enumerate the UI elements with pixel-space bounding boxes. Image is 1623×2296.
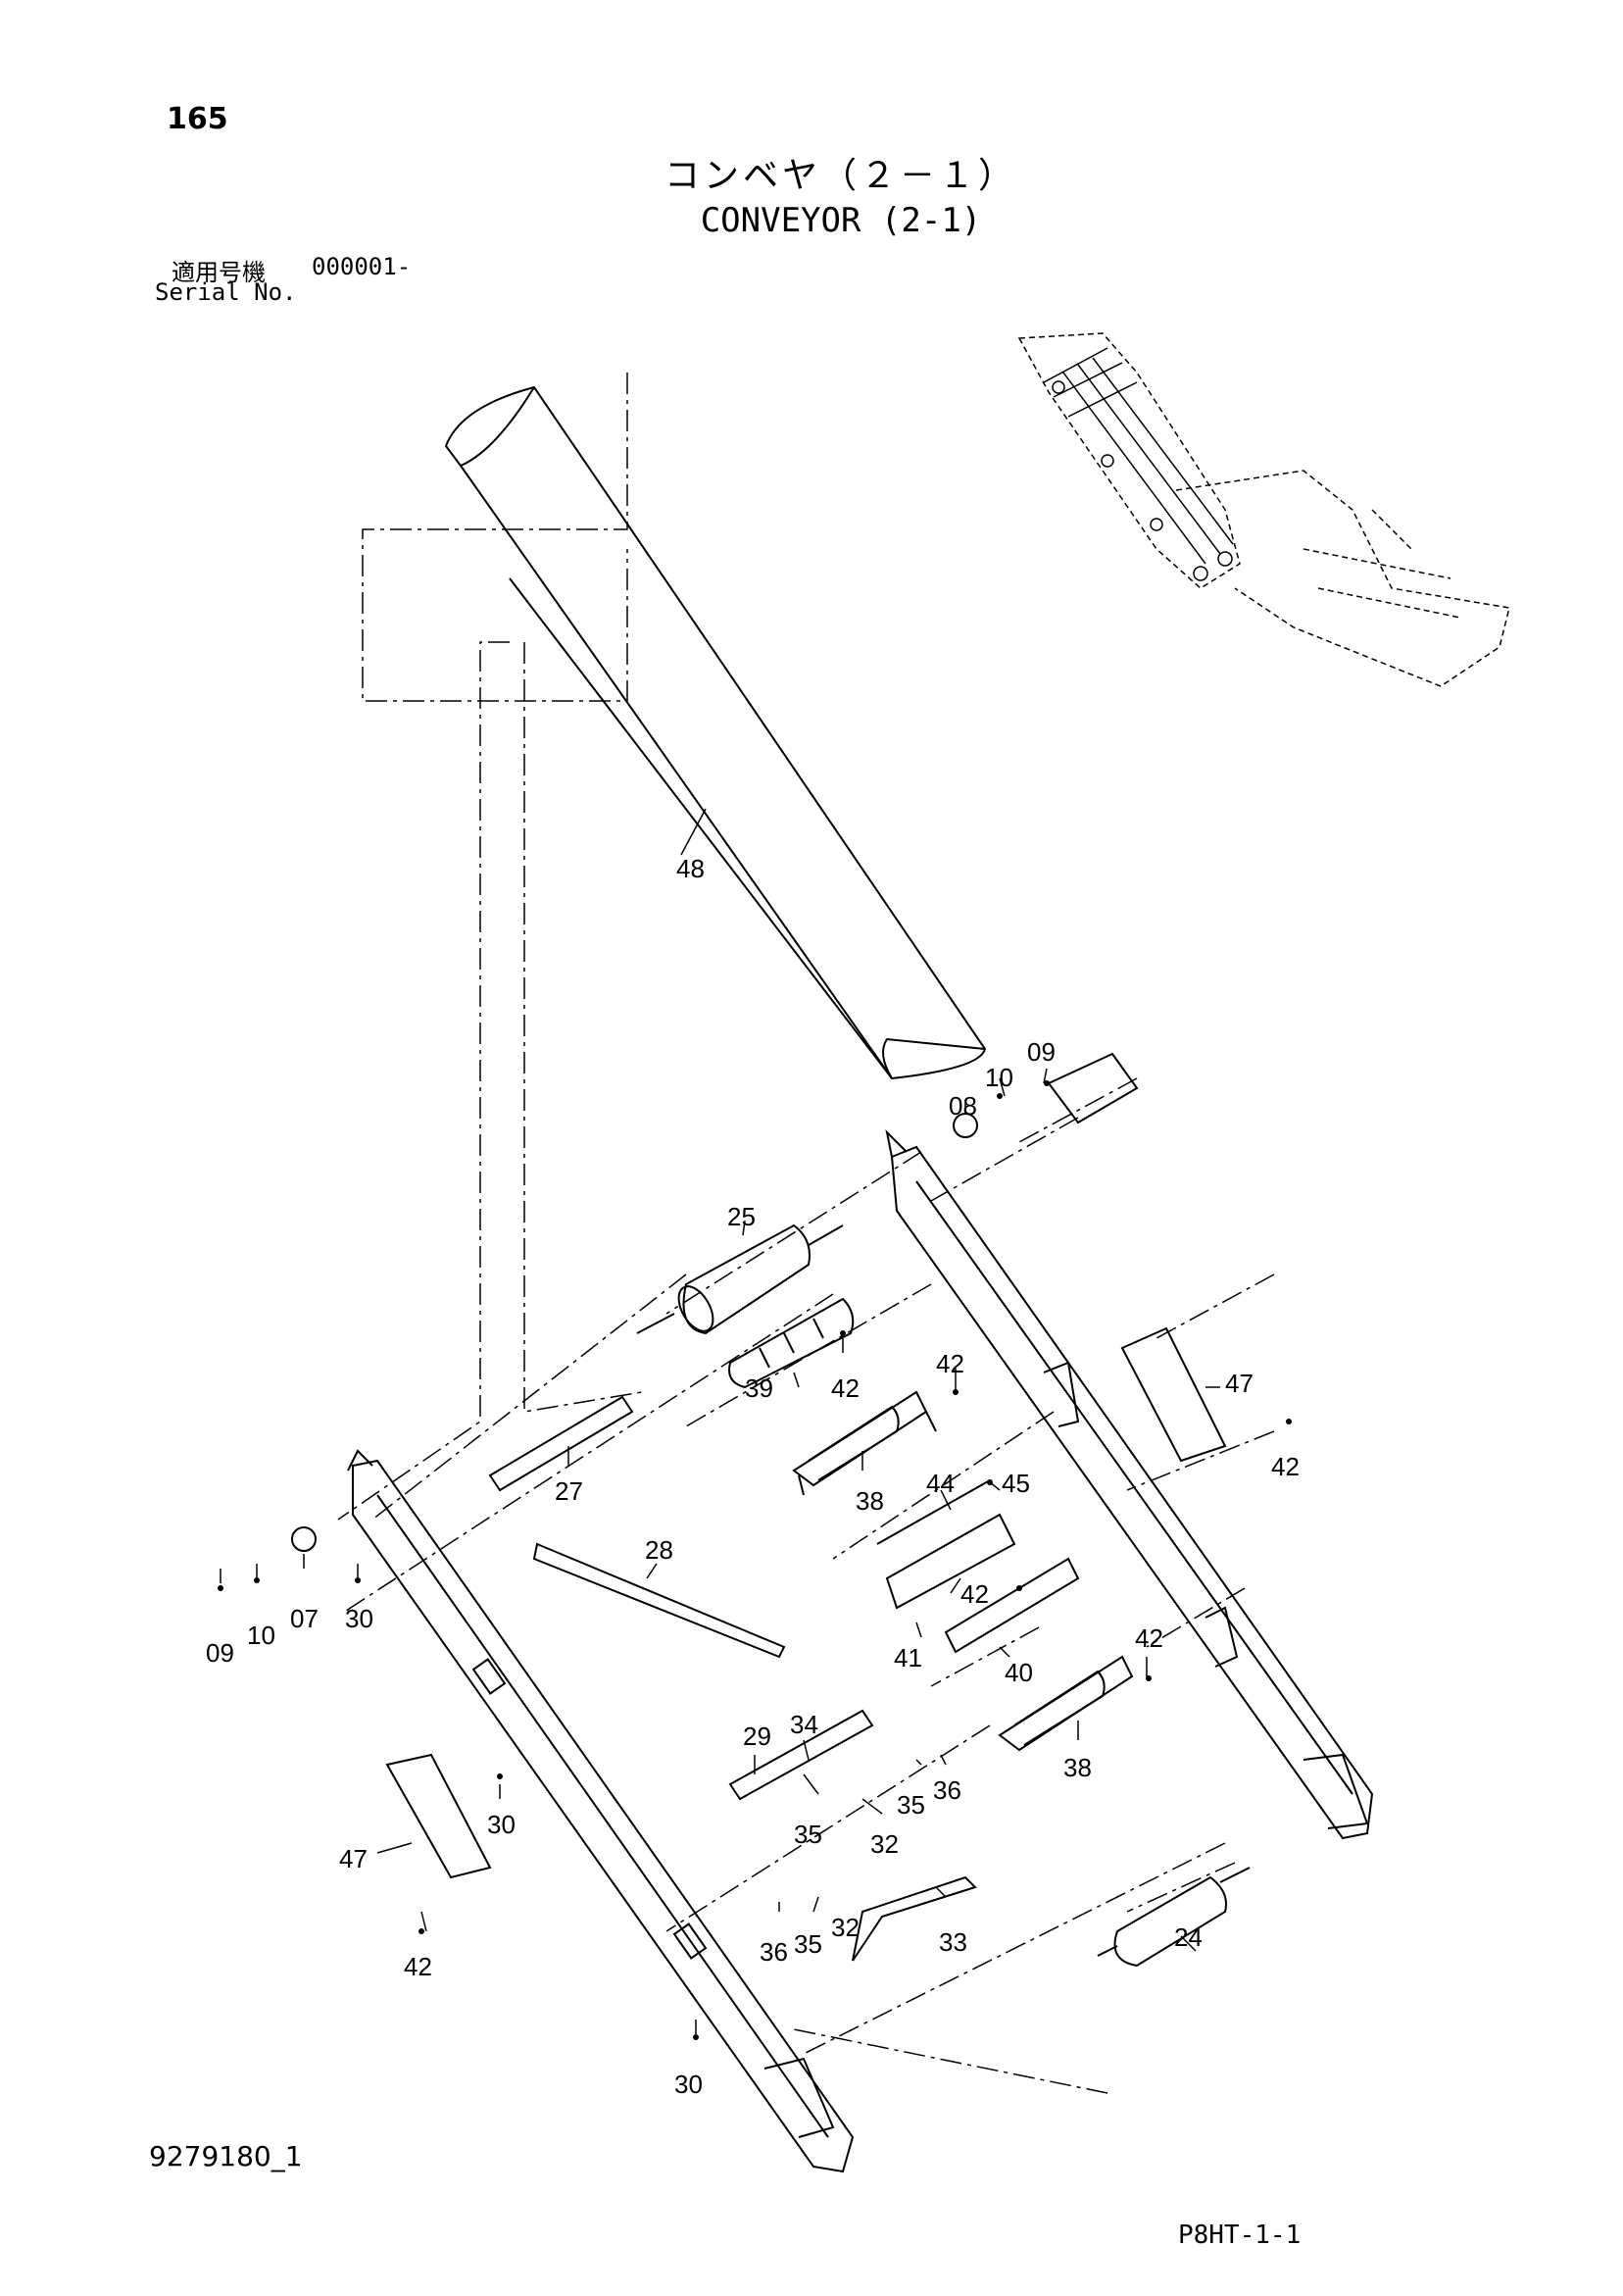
idler-assembly-lower [998, 1655, 1134, 1752]
title-japanese: コンベヤ（２－１） [664, 156, 1017, 196]
conveyor-belt [444, 385, 987, 1080]
part-callout-44: 44 [926, 1469, 955, 1498]
sheet-code: P8HT-1-1 [1178, 2221, 1302, 2250]
cross-member-29 [728, 1709, 874, 1801]
part-callout-47: 47 [1225, 1369, 1254, 1398]
part-callout-42: 42 [1135, 1623, 1163, 1653]
idler-assembly-upper [792, 1390, 937, 1496]
part-callout-36: 36 [760, 1937, 788, 1967]
scraper-33 [852, 1875, 977, 1962]
callout-dots [218, 1080, 1292, 2040]
skirt-plate-47-left [385, 1753, 492, 1879]
part-callout-30: 30 [345, 1604, 373, 1633]
part-callout-07: 07 [290, 1604, 319, 1633]
part-callout-10: 10 [985, 1063, 1013, 1092]
carrier-roller [728, 1297, 855, 1389]
part-callout-30: 30 [487, 1810, 516, 1839]
title-english: CONVEYOR (2-1) [700, 201, 982, 240]
tail-roller [1097, 1867, 1251, 1968]
part-callout-41: 41 [894, 1643, 922, 1672]
part-callout-29: 29 [743, 1722, 771, 1751]
part-callout-42: 42 [960, 1579, 989, 1609]
cross-member-28 [532, 1542, 786, 1659]
part-callout-32: 32 [831, 1913, 860, 1942]
part-callout-36: 36 [933, 1775, 961, 1805]
part-callout-35: 35 [794, 1820, 822, 1849]
bearing-07 [291, 1526, 317, 1552]
part-callout-48: 48 [676, 854, 705, 883]
drawing-code: 9279180_1 [149, 2140, 303, 2172]
part-callout-09: 09 [206, 1638, 234, 1668]
part-callout-24: 24 [1174, 1922, 1203, 1952]
left-side-frame [347, 1449, 855, 2173]
part-callout-38: 38 [1063, 1753, 1092, 1782]
page-number: 165 [167, 102, 228, 136]
part-callout-27: 27 [555, 1476, 583, 1506]
drive-roller [636, 1223, 844, 1335]
part-callout-42: 42 [404, 1952, 432, 1981]
part-callout-35: 35 [897, 1790, 925, 1820]
serial-label-japanese: 適用号機 [172, 259, 266, 286]
part-callout-38: 38 [856, 1486, 884, 1516]
guard-40 [944, 1557, 1080, 1654]
part-callout-28: 28 [645, 1535, 673, 1565]
right-side-frame [885, 1128, 1374, 1840]
machine-overview-inset [1017, 332, 1510, 687]
part-callout-35: 35 [794, 1929, 822, 1959]
part-callout-39: 39 [745, 1373, 773, 1403]
part-callout-33: 33 [939, 1927, 967, 1957]
callout-labels: 48 09 10 08 25 39 42 42 47 42 27 38 44 45 28 42 41 40 42 38… [206, 854, 1300, 2099]
part-callout-34: 34 [790, 1710, 818, 1739]
part-callout-32: 32 [870, 1829, 899, 1859]
part-callout-42: 42 [831, 1373, 860, 1403]
skirt-plate-47-right [1120, 1326, 1227, 1463]
part-callout-45: 45 [1002, 1469, 1030, 1498]
part-callout-42: 42 [1271, 1452, 1300, 1481]
serial-label-english: Serial No. [155, 278, 297, 306]
serial-number-value: 000001- [312, 253, 412, 280]
part-callout-09: 09 [1027, 1037, 1056, 1067]
part-callout-40: 40 [1005, 1658, 1033, 1687]
guard-41 [885, 1513, 1016, 1610]
part-callout-42: 42 [936, 1349, 964, 1378]
part-callout-30: 30 [674, 2070, 703, 2099]
part-callout-10: 10 [247, 1621, 275, 1650]
rod-44 [876, 1479, 991, 1545]
cross-member-27 [488, 1395, 634, 1492]
part-callout-08: 08 [949, 1091, 977, 1121]
bearing-cover [1047, 1052, 1139, 1124]
part-callout-25: 25 [727, 1202, 756, 1231]
part-callout-47: 47 [339, 1844, 368, 1873]
